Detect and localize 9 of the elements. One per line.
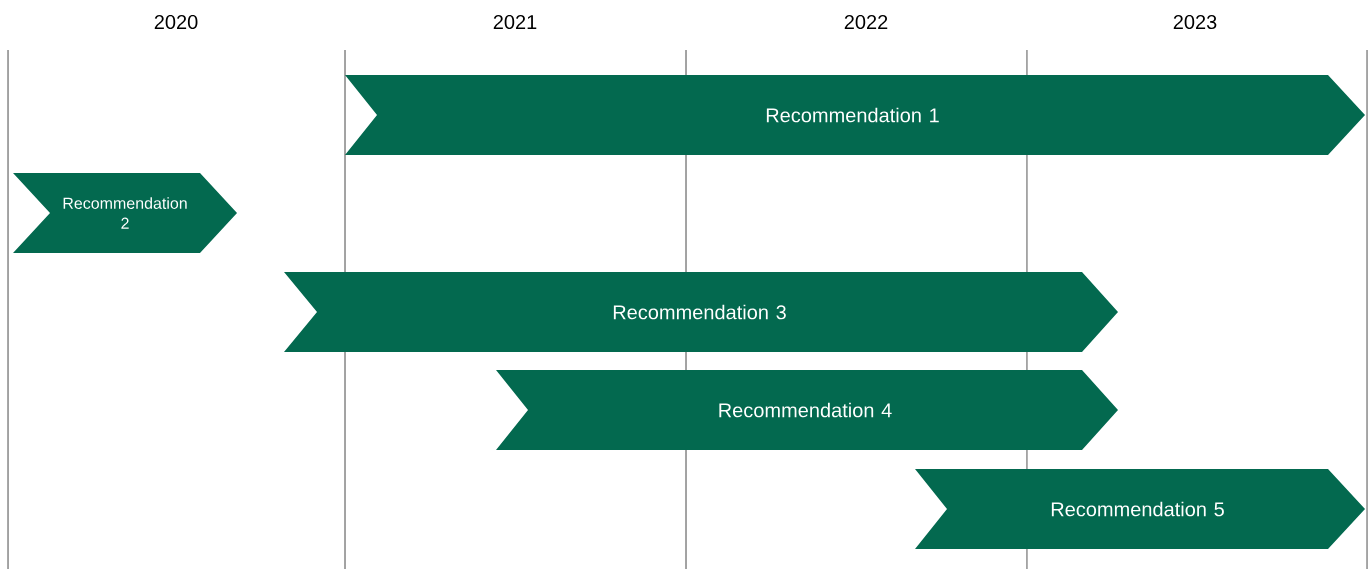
year-label: 2020	[154, 14, 198, 30]
year-label: 2023	[1173, 14, 1217, 30]
timeline-phase-band: Recommendation 3	[284, 272, 1118, 352]
year-label: 2021	[493, 14, 537, 30]
timeline-phase-band: Recommendation 2	[13, 173, 237, 253]
timeline-phase-band: Recommendation 5	[915, 469, 1365, 549]
timeline-phase-band: Recommendation 1	[345, 75, 1365, 155]
year-label: 2022	[844, 14, 888, 30]
timeline-phase-band: Recommendation 4	[496, 370, 1118, 450]
